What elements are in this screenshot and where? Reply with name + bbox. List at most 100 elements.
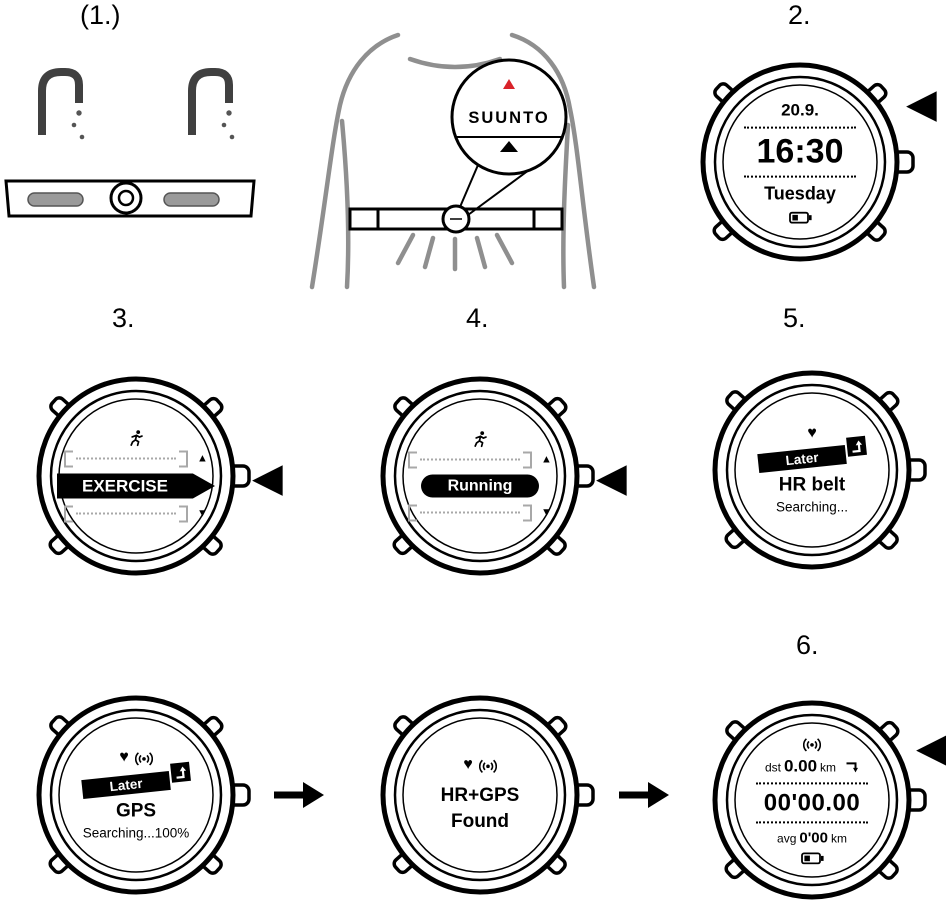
watch-screen: dst 0.00 km 00'00.00 avg 0'00 km <box>736 735 888 865</box>
watch-case <box>700 62 915 262</box>
gps-signal-icon <box>803 738 821 752</box>
watch-screen: ▲ EXERCISE ▼ <box>57 430 215 523</box>
watch-case <box>36 695 251 895</box>
device-title: GPS <box>115 800 157 822</box>
average-row: avg 0'00 km <box>777 830 847 847</box>
watch-case <box>712 700 927 900</box>
separator-line <box>756 821 868 824</box>
press-button-arrow: ◀ <box>906 82 937 126</box>
gps-signal-icon <box>134 752 153 766</box>
press-button-arrow: ◀ <box>916 726 946 770</box>
watch-gps-search: ♥ Later GPS Searching. <box>21 680 251 910</box>
water-drop-icon <box>71 110 235 140</box>
heart-icon: ♥ <box>119 748 129 766</box>
belt-electrode <box>163 192 220 207</box>
watch-case <box>712 370 927 570</box>
watch-run-display: dst 0.00 km 00'00.00 avg 0'00 km <box>697 685 927 913</box>
menu-item-placeholder-below: ▼ <box>408 504 552 521</box>
menu-item-placeholder-below: ▼ <box>64 505 208 522</box>
placeholder-brackets <box>408 451 533 468</box>
belt-snap-connector-inner <box>117 189 135 207</box>
belt-moistening-illustration <box>4 68 256 218</box>
tap-icon <box>38 68 233 135</box>
scroll-down-icon: ▼ <box>541 506 552 518</box>
device-title: HR belt <box>778 474 846 496</box>
gps-signal-icon <box>478 759 497 773</box>
runner-icon <box>473 431 487 448</box>
step-label-6: 6. <box>796 630 819 660</box>
later-shortcut-arrow-icon <box>851 440 862 453</box>
later-label: Later <box>784 449 819 469</box>
later-shortcut-box <box>169 761 191 783</box>
brand-triangle-up-icon <box>503 79 515 89</box>
battery-icon <box>800 852 824 865</box>
torso-outline <box>309 32 597 290</box>
battery-icon <box>788 211 812 224</box>
distance-value: 0.00 <box>783 756 818 776</box>
weekday-text: Tuesday <box>764 183 836 204</box>
separator-line <box>744 126 856 129</box>
placeholder-brackets <box>408 504 533 521</box>
status-icons: ♥ <box>463 755 497 773</box>
step-label-5: 5. <box>783 303 806 333</box>
press-button-arrow: ◀ <box>252 456 283 500</box>
belt-electrode <box>27 192 84 207</box>
watch-running-menu: ▲ Running ▼ <box>365 361 595 591</box>
watch-hr-search: ♥ Later HR belt Searching... <box>697 355 927 585</box>
status-text: Searching...100% <box>82 825 190 841</box>
menu-label: EXERCISE <box>82 476 168 495</box>
average-label: avg <box>777 831 797 846</box>
placeholder-brackets <box>64 505 189 522</box>
heart-icon: ♥ <box>807 424 817 442</box>
later-shortcut: Later <box>80 761 191 800</box>
date-text: 20.9. <box>781 100 819 120</box>
next-step-arrow <box>274 782 324 808</box>
later-shortcut-arrow-icon <box>175 766 186 779</box>
watch-time-view: 20.9. 16:30 Tuesday <box>685 47 915 277</box>
later-banner: Later <box>80 770 171 800</box>
watch-screen: ♥ Later GPS Searching. <box>60 748 212 841</box>
later-shortcut: Later <box>756 435 867 474</box>
step-label-3: 3. <box>112 303 135 333</box>
selected-sport-banner: Running <box>421 474 539 498</box>
distance-unit: km <box>820 760 837 775</box>
status-icons: ♥ <box>119 748 153 766</box>
average-value: 0'00 <box>799 829 828 847</box>
distance-label: dst <box>764 760 781 775</box>
scroll-down-icon: ▼ <box>197 507 208 519</box>
separator-line <box>756 782 868 785</box>
found-line1: HR+GPS <box>440 784 520 806</box>
selected-menu-banner: EXERCISE <box>57 473 215 499</box>
scroll-up-icon: ▲ <box>541 453 552 465</box>
distance-row: dst 0.00 km <box>765 756 859 776</box>
brand-wordmark: SUUNTO <box>468 109 549 127</box>
found-line2: Found <box>450 811 510 832</box>
heart-icon: ♥ <box>463 755 473 773</box>
wearing-belt-illustration: SUUNTO <box>309 32 597 290</box>
next-step-arrow <box>619 782 669 808</box>
menu-item-placeholder-above: ▲ <box>408 451 552 468</box>
later-banner: Later <box>756 444 847 474</box>
watch-screen: ♥ HR+GPS Found <box>404 755 556 833</box>
scroll-up-icon: ▲ <box>197 452 208 464</box>
step-label-1: (1.) <box>80 0 121 30</box>
runner-icon <box>129 430 143 447</box>
step-label-2: 2. <box>788 0 811 30</box>
average-unit: km <box>830 831 847 846</box>
placeholder-brackets <box>64 450 189 467</box>
later-shortcut-box <box>845 435 867 457</box>
later-label: Later <box>108 775 143 795</box>
time-text: 16:30 <box>756 132 844 171</box>
snap-triangle-icon <box>500 141 518 152</box>
separator-line <box>744 175 856 178</box>
step-label-4: 4. <box>466 303 489 333</box>
press-button-arrow: ◀ <box>596 456 627 500</box>
watch-screen: 20.9. 16:30 Tuesday <box>724 101 876 224</box>
timer-text: 00'00.00 <box>763 789 861 817</box>
watch-case <box>380 695 595 895</box>
sport-label: Running <box>447 477 513 494</box>
watch-exercise-menu: ▲ EXERCISE ▼ <box>21 361 251 591</box>
lap-icon <box>846 762 859 773</box>
watch-screen: ▲ Running ▼ <box>404 431 556 522</box>
